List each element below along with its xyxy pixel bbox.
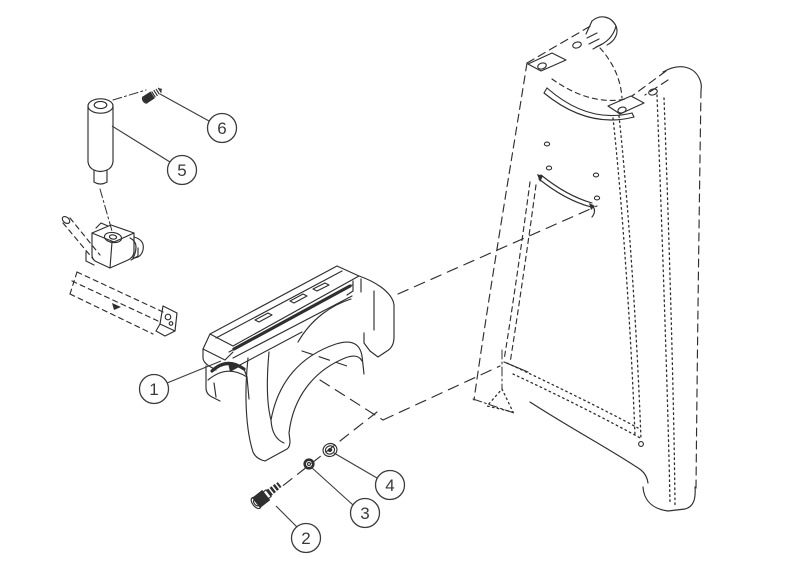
callout-leader-6: [159, 93, 210, 122]
set-screw: [141, 87, 162, 104]
assembly-alignment-lines: [279, 205, 598, 489]
callout-balloon-3: [349, 497, 381, 529]
callout-balloon-6: [206, 112, 238, 144]
callouts: 1 2 34 5 6: [111, 93, 406, 554]
callout-number-2: 2: [301, 529, 310, 548]
callout-leader-5: [111, 125, 171, 163]
callout-balloon-2: [290, 522, 322, 554]
flat-washer: [322, 442, 338, 458]
callout-number-4: 4: [385, 476, 394, 495]
lock-washer: [303, 458, 315, 470]
callout-number-3: 3: [360, 504, 369, 523]
center-lines: [99, 89, 147, 232]
callout-number-6: 6: [217, 119, 226, 138]
callout-leader-1: [166, 360, 222, 384]
callout-number-5: 5: [177, 161, 186, 180]
clamp-assembly: [61, 215, 178, 337]
base-bracket: [202, 265, 395, 462]
callout-leader-4: [333, 452, 378, 479]
callout-balloon-5: [166, 154, 198, 186]
stand-column: [472, 16, 702, 512]
callout-leader-3: [310, 466, 354, 506]
callout-balloon-1: [138, 373, 170, 405]
callout-leader-2: [275, 505, 298, 528]
callout-number-1: 1: [149, 380, 158, 399]
cylinder-post: [87, 98, 114, 185]
callout-balloon-4: [374, 469, 406, 501]
socket-head-screw: [250, 482, 282, 510]
